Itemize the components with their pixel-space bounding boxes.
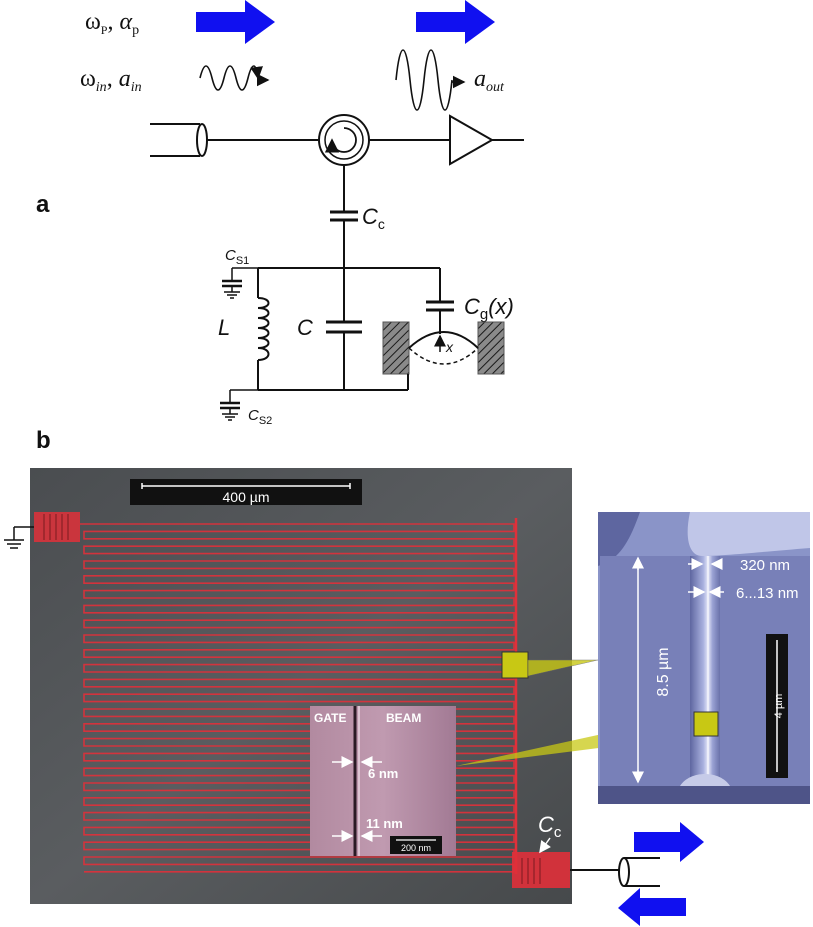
pump-omega-sub: P — [101, 23, 108, 37]
ground-pad — [34, 512, 80, 542]
inductor-icon — [257, 297, 270, 361]
circulator-icon — [318, 114, 370, 166]
pump-arrow — [196, 0, 275, 44]
inset-gap-bottom: 11 nm — [366, 816, 403, 831]
cg-label: Cg(x) — [464, 294, 514, 323]
nanogap-inset — [310, 706, 456, 856]
cs2-label: CS2 — [248, 407, 272, 427]
inset-gap-top: 6 nm — [368, 766, 398, 781]
coax-input — [150, 123, 208, 157]
amplifier-icon — [449, 114, 495, 166]
cc-label: Cc — [362, 204, 385, 232]
right-clamp-icon — [477, 321, 505, 375]
input-a: a — [119, 66, 131, 92]
pump-label: ωP,αp — [85, 9, 139, 38]
panel-b-label: b — [36, 427, 51, 454]
inductor-label: L — [218, 315, 230, 340]
coupling-cap-symbol: C — [538, 812, 554, 837]
output-label: aout — [474, 66, 505, 95]
cg-sub: g — [480, 306, 488, 323]
input-omega-sub: in — [96, 80, 107, 95]
beam-length-label: 8.5 µm — [655, 647, 672, 696]
stray-capacitor-s1-icon — [222, 267, 258, 299]
output-wave — [395, 49, 453, 111]
cs2-sub: S2 — [259, 415, 272, 427]
callout-upper — [527, 659, 599, 677]
gate-capacitor-icon — [426, 300, 454, 312]
beam-gap-label: 6...13 nm — [736, 585, 799, 602]
coupling-capacitor-icon — [330, 210, 358, 222]
input-label: ωin,ain — [80, 66, 142, 95]
beam-location-marker — [501, 651, 529, 679]
capacitor-icon — [326, 320, 362, 334]
cs2-symbol: C — [248, 407, 259, 424]
meander-inductor — [80, 523, 515, 873]
input-wave — [199, 65, 263, 91]
capacitor-label: C — [297, 315, 313, 340]
inset-gate-label: GATE — [314, 711, 346, 725]
scale-bar-box — [130, 479, 362, 505]
ground-icon — [4, 526, 34, 549]
pump-alpha-sub: p — [132, 23, 139, 38]
beam-scale-label: 4 µm — [773, 694, 785, 719]
input-sep: , — [107, 66, 113, 92]
output-pad — [512, 852, 570, 888]
output-arrow — [416, 0, 495, 44]
displacement-label: x — [445, 339, 454, 355]
pump-omega: ω — [85, 9, 101, 35]
pump-sep: , — [107, 9, 113, 35]
stray-capacitor-s2-icon — [220, 389, 258, 421]
input-omega: ω — [80, 66, 96, 92]
inset-scale-label: 200 nm — [401, 843, 431, 853]
output-in-arrow — [618, 888, 686, 926]
beam-bent-icon — [408, 331, 479, 349]
beam-zoom-marker — [693, 711, 719, 737]
cs1-symbol: C — [225, 247, 236, 264]
output-a: a — [474, 66, 486, 92]
coupling-cap-label: Cc — [538, 812, 562, 841]
panel-a-label: a — [36, 191, 50, 218]
left-clamp-icon — [382, 321, 410, 375]
meander-wire — [80, 523, 515, 873]
input-a-sub: in — [131, 80, 142, 95]
cc-symbol: C — [362, 204, 378, 229]
output-a-sub: out — [486, 80, 505, 95]
cs1-label: CS1 — [225, 247, 249, 267]
cg-arg: (x) — [488, 294, 514, 319]
beam-rest-icon — [408, 347, 479, 365]
cg-symbol: C — [464, 294, 480, 319]
cc-sub: c — [378, 216, 385, 232]
beam-width-label: 320 nm — [740, 557, 790, 574]
scale-bar-label: 400 µm — [223, 489, 270, 505]
pump-alpha: α — [119, 9, 132, 35]
output-out-arrow — [634, 822, 704, 862]
beam-bar — [690, 556, 720, 786]
inset-beam-label: BEAM — [386, 711, 421, 725]
coax-output — [570, 857, 660, 887]
coupling-cap-sub: c — [554, 824, 562, 841]
cs1-sub: S1 — [236, 255, 249, 267]
